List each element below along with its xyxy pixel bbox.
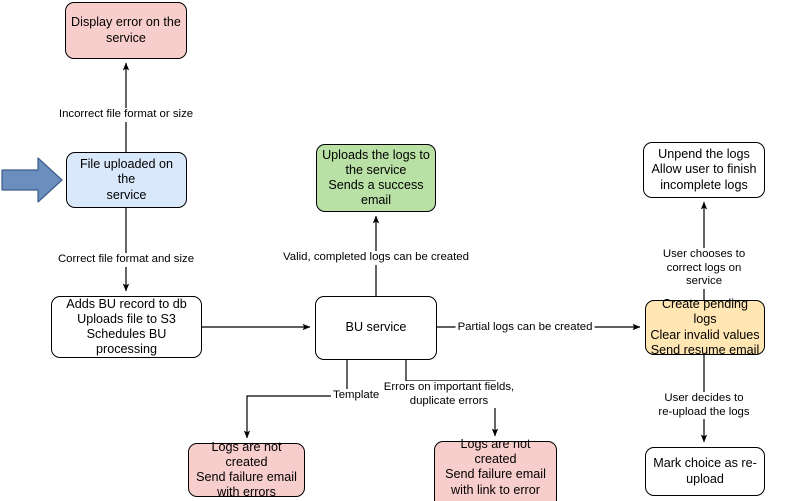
- node-file-uploaded[interactable]: File uploaded on the service: [66, 152, 187, 208]
- node-mark-choice[interactable]: Mark choice as re- upload: [645, 447, 765, 496]
- node-adds-bu-record[interactable]: Adds BU record to db Uploads file to S3 …: [51, 296, 202, 358]
- edge-label-user-corrects: User chooses to correct logs on service: [655, 248, 753, 289]
- edge-label-incorrect-format: Incorrect file format or size: [56, 108, 196, 122]
- node-display-error[interactable]: Display error on the service: [65, 2, 187, 59]
- edge-label-user-reupload: User decides to re-upload the logs: [655, 392, 753, 420]
- edge-label-valid-completed: Valid, completed logs can be created: [281, 251, 471, 265]
- node-bu-service[interactable]: BU service: [315, 296, 437, 360]
- node-unpend-logs[interactable]: Unpend the logs Allow user to finish inc…: [643, 142, 765, 198]
- node-logs-not-created-errors[interactable]: Logs are not created Send failure email …: [188, 440, 305, 499]
- node-logs-not-created-link[interactable]: Logs are not created Send failure email …: [434, 437, 557, 501]
- edge-label-correct-format: Correct file format and size: [55, 253, 197, 267]
- entry-arrow-icon: [1, 157, 63, 203]
- edge-label-partial-logs: Partial logs can be created: [455, 321, 595, 335]
- node-uploads-logs[interactable]: Uploads the logs to the service Sends a …: [316, 144, 436, 212]
- edge-template-errors: [243, 360, 348, 439]
- edge-label-errors-important: Errors on important fields, duplicate er…: [381, 381, 517, 409]
- node-create-pending-logs[interactable]: Create pending logs Clear invalid values…: [645, 297, 765, 357]
